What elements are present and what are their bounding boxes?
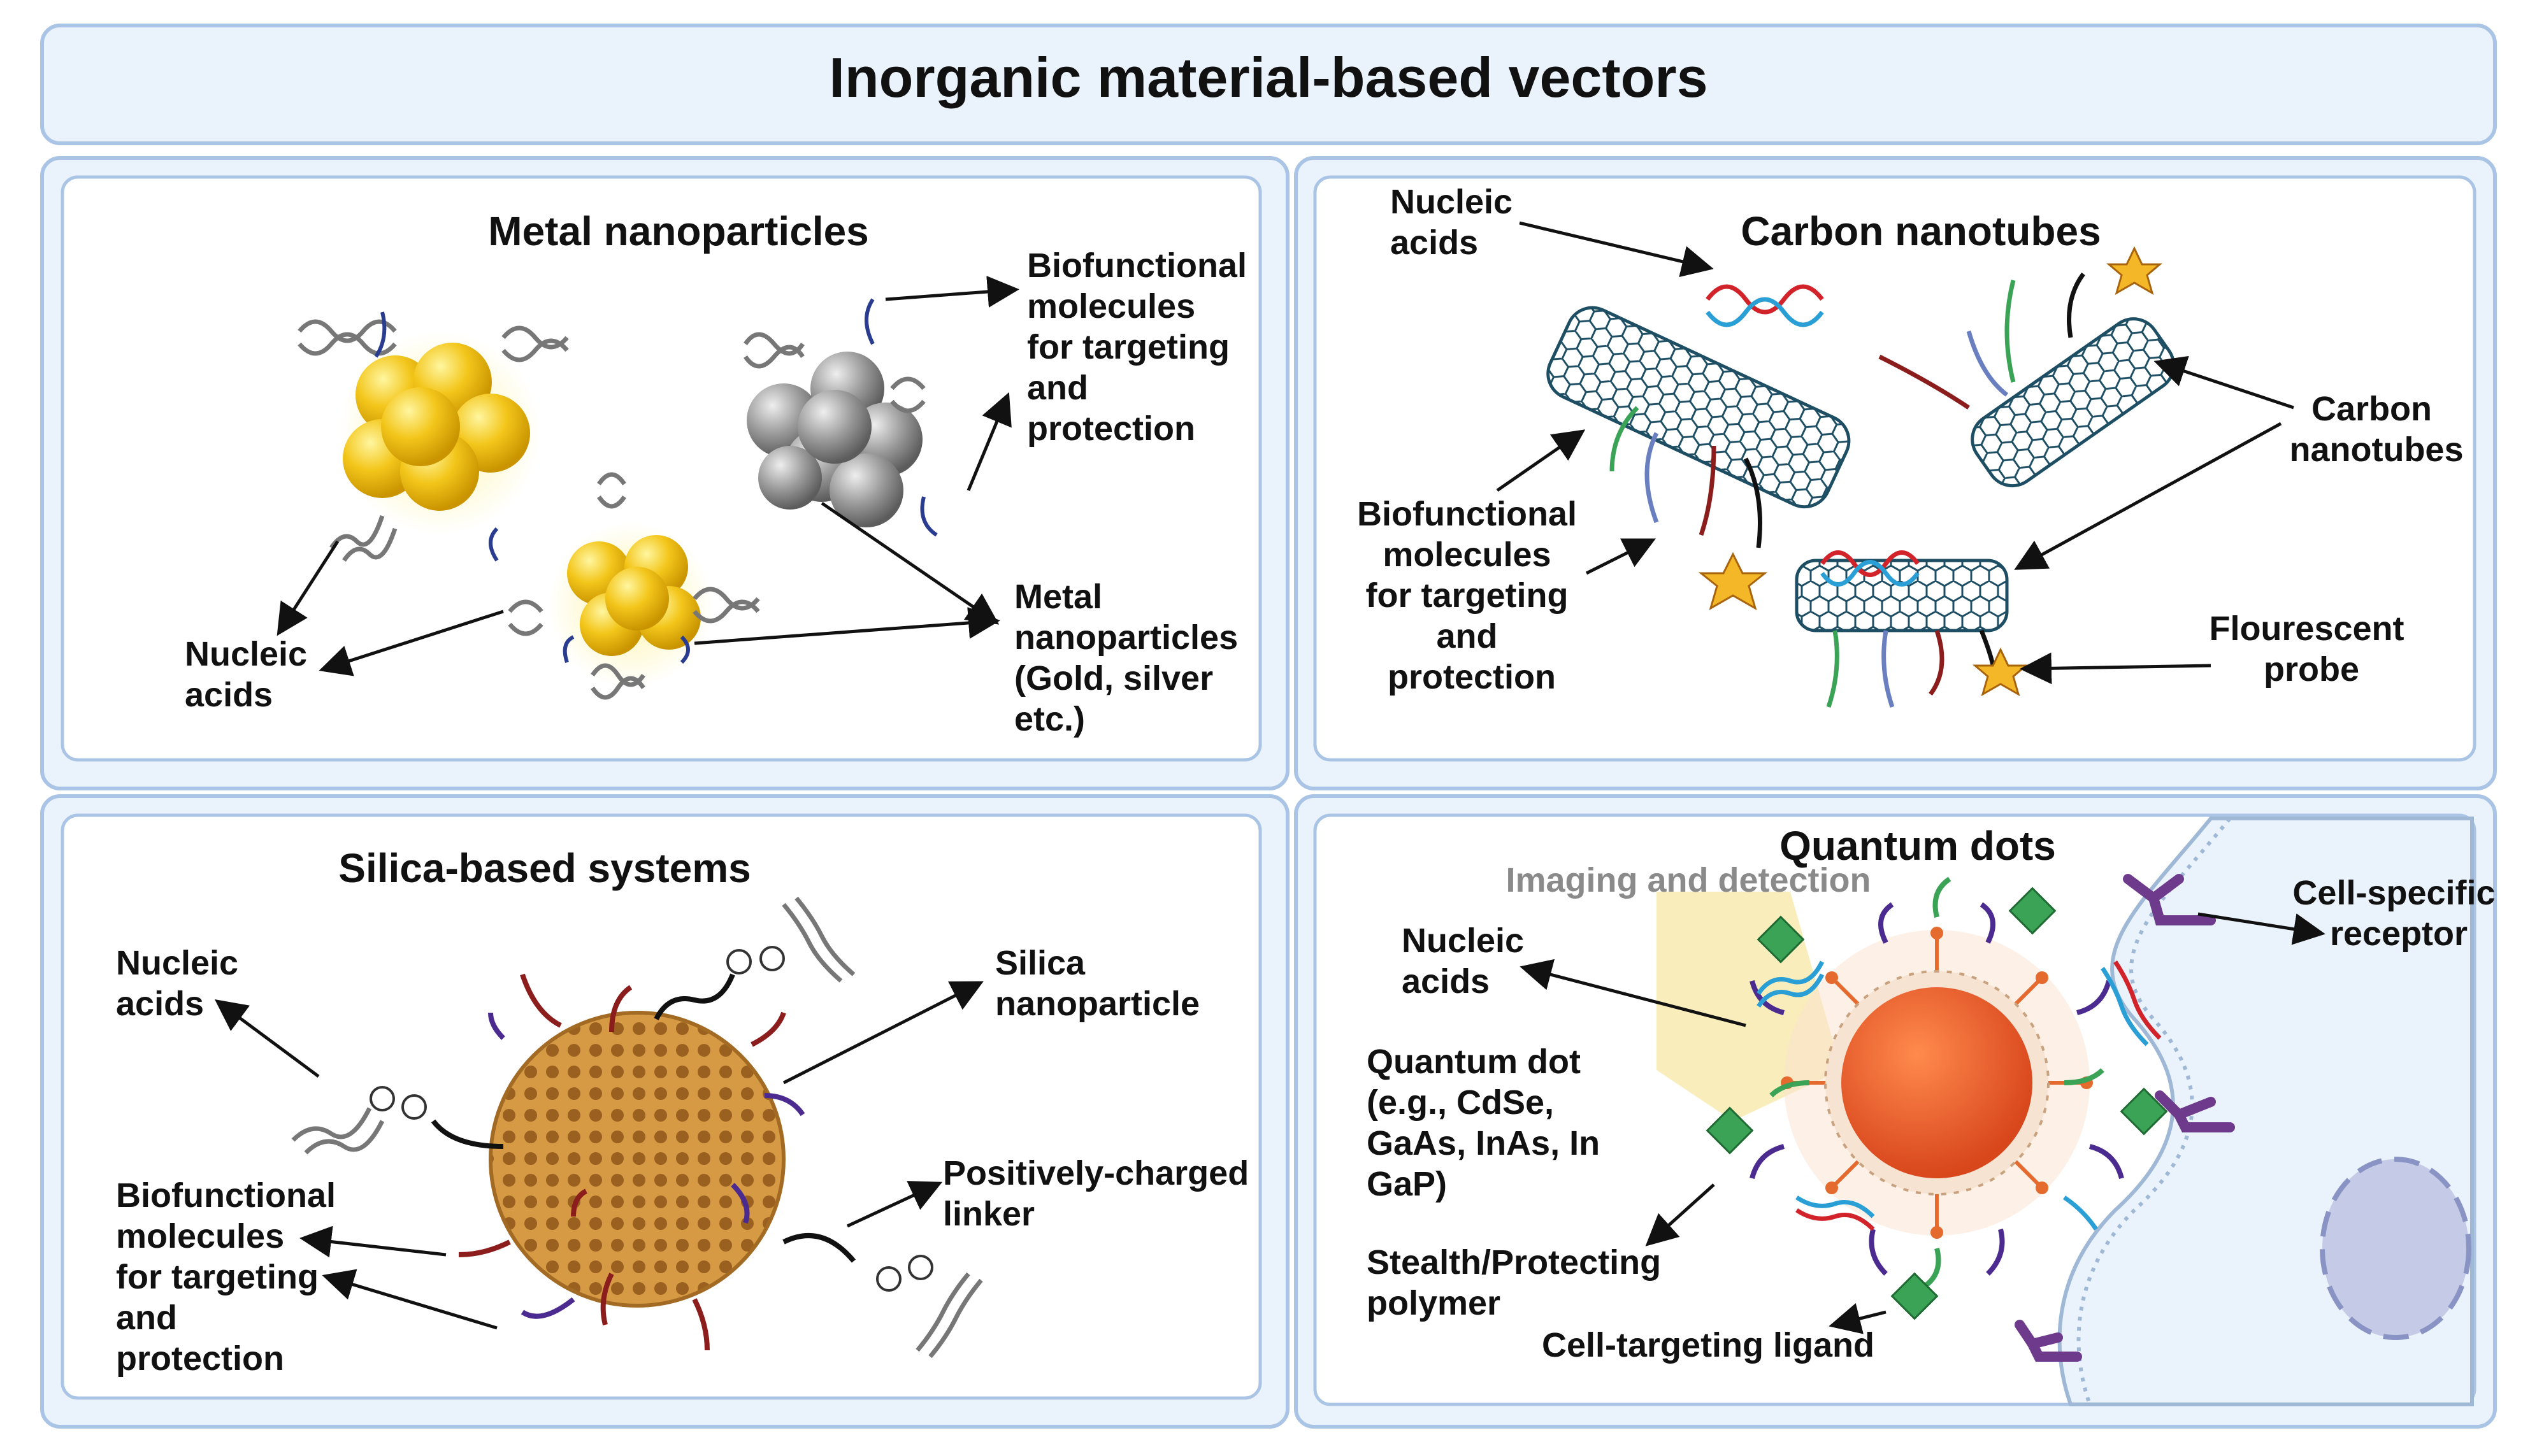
quantum-label-qd: Quantum dot (e.g., CdSe, GaAs, InAs, In … — [1367, 1043, 1609, 1203]
metal-label-metal: Metal nanoparticles (Gold, silver etc.) — [1014, 578, 1247, 738]
silica-nanoparticle — [489, 1011, 786, 1308]
gold-cluster-large — [338, 331, 542, 535]
nanotube-flat — [1795, 559, 2009, 632]
silver-cluster — [747, 352, 923, 527]
metal-ligand-strands — [374, 298, 938, 664]
carbon-title: Carbon nanotubes — [1741, 208, 2101, 254]
quantum-title: Quantum dots — [1779, 823, 2056, 869]
carbon-label-biofunctional: Biofunctional molecules for targeting an… — [1357, 495, 1586, 696]
quantum-polymer-strands — [1750, 876, 2124, 1289]
metal-title: Metal nanoparticles — [488, 208, 869, 254]
carbon-arrows — [1496, 221, 2294, 685]
silica-label-silica: Silica nanoparticle — [995, 944, 1200, 1023]
nanotube-large — [1546, 306, 1851, 509]
silica-label-nucleic: Nucleic acids — [116, 944, 248, 1023]
silica-strands — [431, 973, 856, 1351]
charge-symbols — [370, 946, 933, 1292]
metal-arrows — [277, 276, 1019, 676]
quantum-label-nucleic: Nucleic acids — [1402, 922, 1534, 1001]
quantum-label-stealth: Stealth/Protecting polymer — [1367, 1243, 1671, 1322]
quantum-nucleic-strands — [1757, 960, 2162, 1231]
metal-label-biofunctional: Biofunctional molecules for targeting an… — [1027, 246, 1256, 448]
cell-nucleus — [2320, 1157, 2471, 1340]
cell-receptors — [2015, 874, 2235, 1362]
nanotube-small — [1971, 317, 2176, 488]
quantum-arrows — [1520, 912, 2325, 1334]
quantum-label-receptor: Cell-specific receptor — [2292, 874, 2505, 953]
targeting-ligands — [1706, 887, 2168, 1320]
metal-label-nucleic: Nucleic acids — [185, 635, 317, 714]
fluorescent-stars — [1698, 246, 2163, 697]
main-title: Inorganic material-based vectors — [829, 46, 1707, 109]
silica-dna — [291, 896, 983, 1359]
silica-label-linker: Positively-charged linker — [943, 1154, 1258, 1233]
gold-cluster-small — [548, 522, 714, 688]
quantum-label-ligand: Cell-targeting ligand — [1542, 1326, 1874, 1364]
silica-arrows — [214, 981, 984, 1330]
panel-metal-inner — [61, 175, 1262, 762]
quantum-label-imaging: Imaging and detection — [1506, 861, 1871, 899]
carbon-label-nanotubes: Carbon nanotubes — [2289, 390, 2463, 469]
metal-dna-strands — [298, 319, 926, 700]
quantum-dot-particle — [1781, 927, 2093, 1239]
title-bar — [40, 24, 2497, 145]
carbon-label-probe: Flourescent probe — [2209, 610, 2413, 689]
silica-label-biofunctional: Biofunctional molecules for targeting an… — [116, 1176, 345, 1378]
carbon-label-nucleic: Nucleic acids — [1390, 183, 1522, 262]
silica-title: Silica-based systems — [338, 845, 751, 891]
